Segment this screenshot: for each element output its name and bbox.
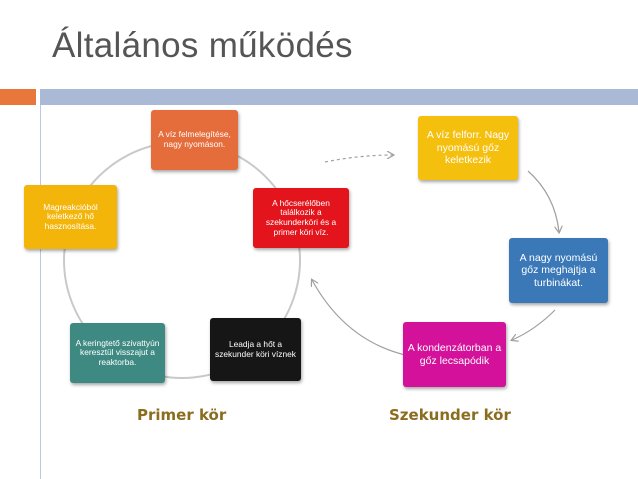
header-accent-bar <box>0 89 36 105</box>
box-heating: A víz felmelegítése, nagy nyomáson. <box>151 110 238 170</box>
arrow-boil-to-turbine <box>527 170 559 232</box>
box-heat-release: Leadja a hőt a szekunder köri víznek <box>210 318 301 381</box>
arrow-turbine-to-condenser <box>512 309 556 340</box>
arrow-condenser-to-exchanger <box>312 280 406 356</box>
secondary-cycle-label: Szekunder kör <box>389 406 511 424</box>
arrow-exchanger-to-boil <box>324 155 393 163</box>
box-turbine: A nagy nyomású gőz meghajtja a turbináka… <box>509 238 608 303</box>
primary-cycle-label: Primer kör <box>137 406 227 424</box>
box-reactor-heat: Magreakcióból keletkező hő hasznosítása. <box>24 185 117 249</box>
left-rule <box>40 105 41 479</box>
slide-title: Általános működés <box>52 26 353 65</box>
box-boiling: A víz felforr. Nagy nyomású gőz keletkez… <box>418 116 518 180</box>
box-heat-exchanger: A hőcserélőben találkozik a szekunderkör… <box>253 188 349 248</box>
box-circulation-pump: A keringtető szivattyún keresztül vissza… <box>70 323 165 383</box>
header-bar <box>40 89 638 105</box>
box-condenser: A kondenzátorban a gőz lecsapódik <box>403 322 506 387</box>
